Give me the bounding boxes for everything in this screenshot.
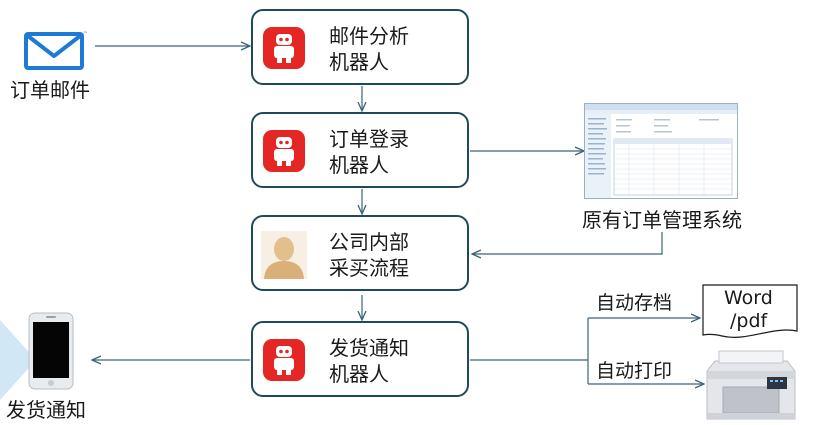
- step-order-login-robot: 订单登录 机器人: [251, 112, 469, 188]
- document-line2: /pdf: [730, 310, 768, 332]
- robot-icon: [263, 339, 305, 381]
- robot-icon: [263, 130, 305, 172]
- step-title-line2: 机器人: [329, 153, 389, 177]
- auto-archive-label: 自动存档: [596, 292, 673, 314]
- step-title-line2: 采买流程: [329, 256, 409, 280]
- document-word-pdf: Word /pdf: [702, 284, 798, 340]
- printer-icon: [706, 350, 796, 420]
- step-title-line2: 机器人: [329, 362, 389, 386]
- step-title-line1: 发货通知: [329, 336, 409, 360]
- phone-icon: [28, 312, 74, 390]
- email-source: ™ 订单邮件: [10, 24, 120, 104]
- order-system-label: 原有订单管理系统: [582, 208, 742, 232]
- auto-print-label: 自动打印: [596, 360, 673, 382]
- person-icon: [261, 231, 307, 279]
- svg-text:™: ™: [83, 31, 87, 38]
- document-icon: [702, 284, 798, 338]
- order-system-screenshot: [584, 103, 738, 199]
- email-source-label: 订单邮件: [10, 78, 90, 102]
- step-title-line1: 邮件分析: [329, 24, 409, 48]
- document-line1: Word: [724, 287, 773, 309]
- order-system: 原有订单管理系统: [582, 103, 744, 233]
- arrow-system-to-purchase: [472, 232, 663, 254]
- step-title-line1: 公司内部: [329, 230, 409, 254]
- step-mail-analysis-robot: 邮件分析 机器人: [251, 9, 469, 85]
- step-title-line1: 订单登录: [329, 127, 409, 151]
- step-shipping-notice-robot: 发货通知 机器人: [251, 321, 469, 397]
- corner-decoration: [0, 320, 36, 400]
- step-title-line2: 机器人: [329, 50, 389, 74]
- step-internal-purchase: 公司内部 采买流程: [251, 215, 469, 291]
- shipping-notice-label: 发货通知: [6, 398, 86, 422]
- robot-icon: [263, 27, 305, 69]
- envelope-icon: ™: [24, 31, 87, 70]
